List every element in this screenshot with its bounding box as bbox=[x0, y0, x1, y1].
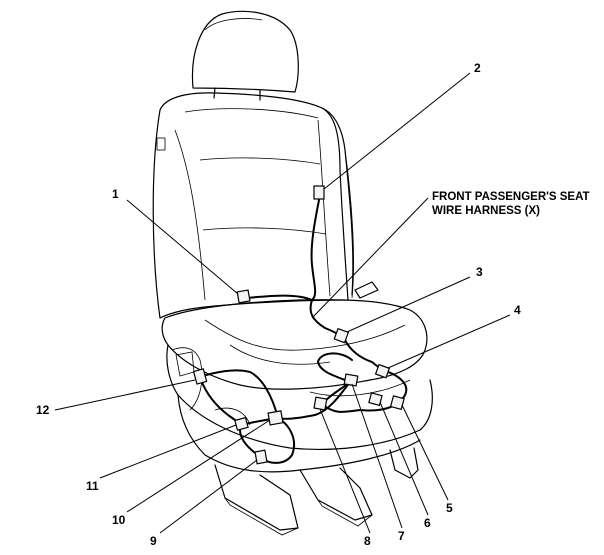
connector-6 bbox=[368, 392, 383, 407]
connector-12 bbox=[192, 368, 208, 385]
connectors bbox=[192, 185, 405, 465]
connector-1 bbox=[236, 289, 251, 304]
callout-1: 1 bbox=[112, 187, 119, 201]
callout-10: 10 bbox=[112, 513, 126, 527]
seat-illustration bbox=[152, 10, 433, 536]
callout-11: 11 bbox=[86, 479, 99, 493]
wire-harness bbox=[199, 194, 408, 464]
labels: FRONT PASSENGER'S SEAT WIRE HARNESS (X) … bbox=[36, 61, 590, 548]
callout-4: 4 bbox=[514, 303, 521, 317]
callout-2: 2 bbox=[474, 61, 481, 75]
callout-7: 7 bbox=[398, 529, 405, 543]
harness-label-line2: WIRE HARNESS (X) bbox=[432, 205, 540, 217]
callout-3: 3 bbox=[476, 265, 483, 279]
callout-12: 12 bbox=[36, 403, 50, 417]
harness-label-line1: FRONT PASSENGER'S SEAT bbox=[432, 191, 590, 203]
connector-10 bbox=[267, 410, 284, 426]
connector-8 bbox=[313, 396, 328, 411]
connector-9 bbox=[254, 449, 268, 465]
connector-2 bbox=[313, 185, 325, 200]
leader-lines bbox=[54, 72, 511, 534]
connector-7 bbox=[343, 373, 359, 387]
headrest bbox=[191, 10, 299, 93]
callout-5: 5 bbox=[446, 501, 453, 515]
connector-11 bbox=[234, 416, 249, 431]
seat-back bbox=[152, 92, 349, 319]
callout-9: 9 bbox=[150, 534, 157, 548]
connector-5 bbox=[389, 395, 405, 411]
callout-6: 6 bbox=[424, 516, 431, 530]
callout-8: 8 bbox=[364, 534, 371, 548]
connector-3 bbox=[333, 327, 350, 344]
seat-cushion bbox=[161, 299, 428, 390]
connector-4 bbox=[374, 363, 391, 379]
